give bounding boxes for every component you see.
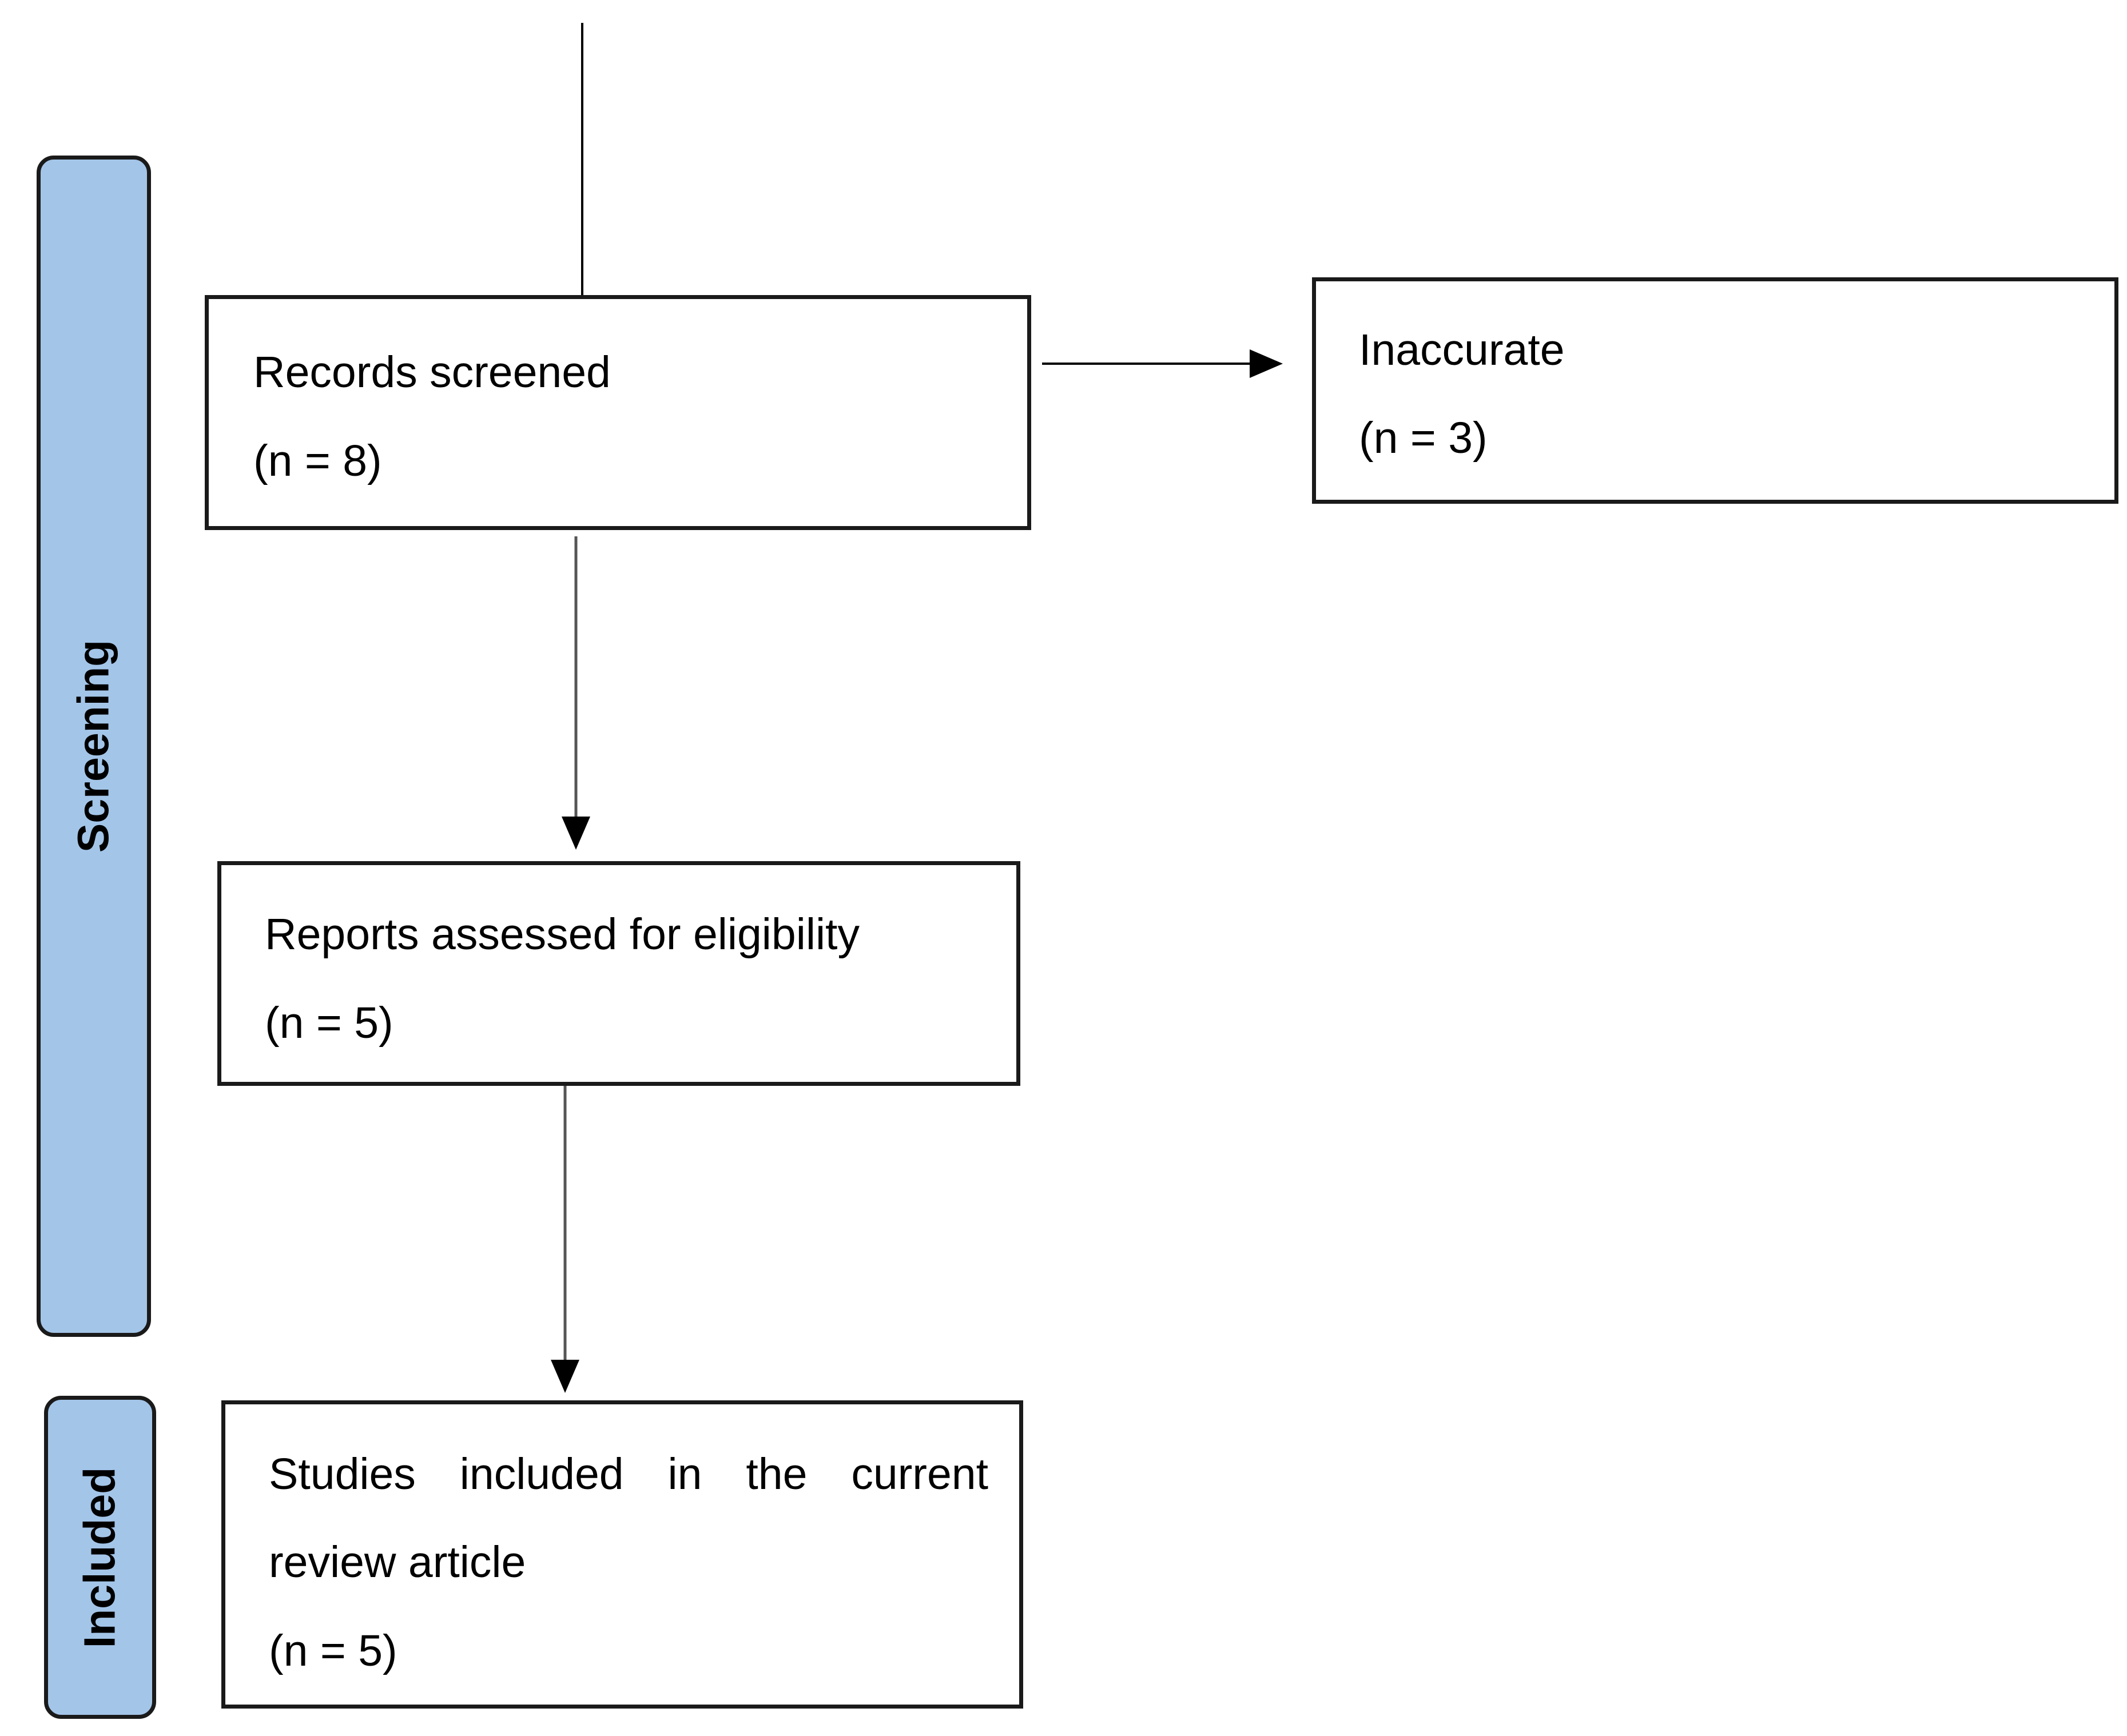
studies-included-count: (n = 5) bbox=[269, 1626, 397, 1675]
reports-assessed-count: (n = 5) bbox=[265, 998, 393, 1048]
inaccurate-count: (n = 3) bbox=[1359, 413, 1488, 463]
box-records-screened: Records screened (n = 8) bbox=[205, 295, 1031, 530]
stage-screening-label: Screening bbox=[69, 639, 118, 853]
arrowhead-to-reports-assessed bbox=[562, 817, 590, 850]
records-screened-title: Records screened bbox=[253, 348, 611, 397]
studies-included-line1: Studies included in the current bbox=[269, 1450, 988, 1499]
inaccurate-title: Inaccurate bbox=[1359, 325, 1565, 375]
box-reports-assessed: Reports assessed for eligibility (n = 5) bbox=[217, 861, 1020, 1086]
stage-screening: Screening bbox=[37, 156, 151, 1337]
reports-assessed-title: Reports assessed for eligibility bbox=[265, 910, 860, 959]
stage-included-label: Included bbox=[75, 1467, 125, 1648]
stage-included: Included bbox=[44, 1396, 156, 1719]
studies-included-line2: review article bbox=[269, 1538, 526, 1587]
arrowhead-to-inaccurate bbox=[1250, 349, 1283, 378]
records-screened-count: (n = 8) bbox=[253, 436, 382, 485]
arrowhead-to-studies-included bbox=[551, 1360, 579, 1393]
box-inaccurate: Inaccurate (n = 3) bbox=[1312, 277, 2118, 504]
box-studies-included: Studies included in the current review a… bbox=[221, 1400, 1023, 1709]
